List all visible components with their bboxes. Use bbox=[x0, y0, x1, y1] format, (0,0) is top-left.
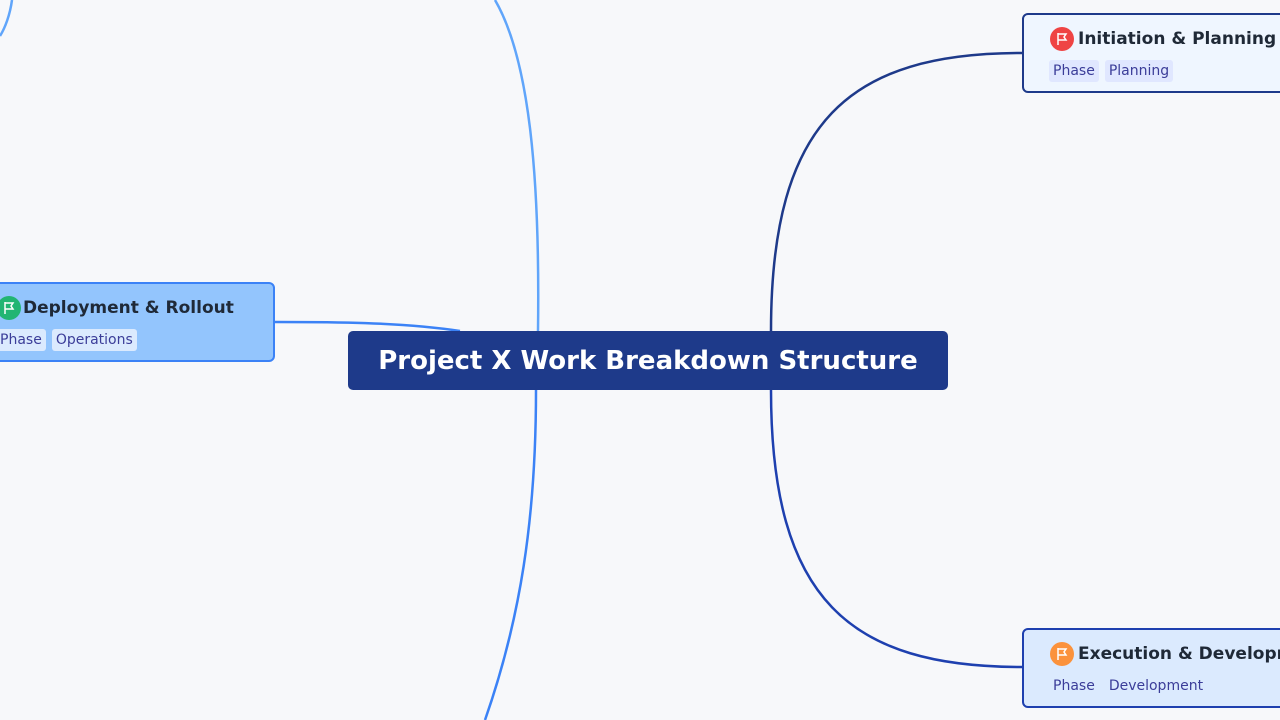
connector-root-offscreen-top bbox=[493, 0, 540, 332]
tag-phase: Phase bbox=[1049, 60, 1099, 82]
node-title: Deployment & Rollout bbox=[23, 298, 234, 318]
connector-root-init bbox=[769, 51, 1023, 332]
node-initiation-planning[interactable]: Initiation & Planning Phase Planning bbox=[1022, 13, 1280, 93]
flag-icon bbox=[1050, 27, 1074, 51]
node-title: Initiation & Planning bbox=[1078, 29, 1277, 49]
connector-offscreen-leftcorner bbox=[0, 0, 14, 37]
connector-root-deploy bbox=[274, 320, 461, 333]
tag-phase: Phase bbox=[1053, 678, 1095, 694]
root-node[interactable]: Project X Work Breakdown Structure bbox=[348, 331, 948, 390]
tag-category: Planning bbox=[1104, 60, 1174, 82]
connector-root-offscreen-bottom bbox=[483, 389, 538, 720]
tag-category: Development bbox=[1108, 678, 1204, 694]
connector-root-exec bbox=[769, 389, 1023, 669]
root-title: Project X Work Breakdown Structure bbox=[378, 345, 918, 376]
tag-category: Operations bbox=[51, 329, 137, 351]
node-execution-development[interactable]: Execution & Development Phase Developmen… bbox=[1022, 628, 1280, 708]
node-deployment-rollout[interactable]: Deployment & Rollout Phase Operations bbox=[0, 282, 275, 362]
node-title: Execution & Development bbox=[1078, 644, 1280, 664]
flag-icon bbox=[1050, 642, 1074, 666]
flag-icon bbox=[0, 296, 21, 320]
tag-phase: Phase bbox=[0, 329, 46, 351]
